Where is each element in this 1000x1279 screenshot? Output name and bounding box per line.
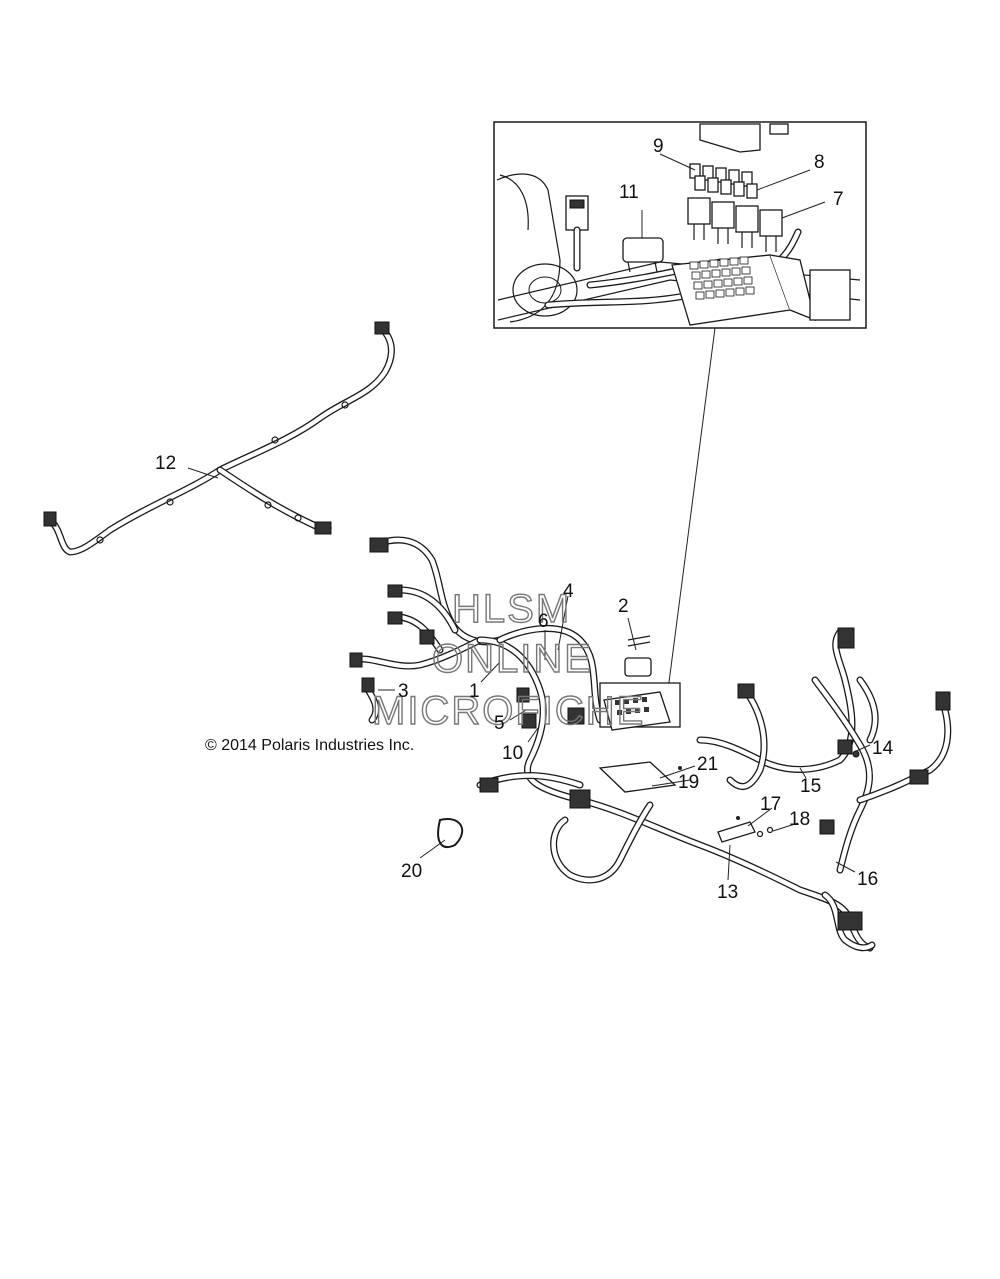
callout-2: 2	[618, 596, 629, 617]
watermark-line-3: MICROFICHE	[372, 689, 645, 733]
callout-17: 17	[760, 794, 781, 815]
callout-21: 21	[697, 754, 718, 775]
rear-harness	[43, 321, 395, 556]
callout-7: 7	[833, 189, 844, 210]
watermark-line-2: ONLINE	[432, 637, 593, 681]
watermark-line-1: HLSM	[452, 587, 571, 631]
callout-9: 9	[653, 136, 664, 157]
callout-4: 4	[563, 581, 574, 602]
callout-14: 14	[872, 738, 894, 759]
callouts: 1 2 3 4 5 6 7 8 9 10 11 12 13 14 15 16 1…	[155, 136, 894, 903]
detail-inset	[493, 121, 867, 691]
callout-20: 20	[401, 861, 422, 882]
callout-15: 15	[800, 776, 821, 797]
callout-10: 10	[502, 743, 523, 764]
callout-16: 16	[857, 869, 878, 890]
leader-lines	[378, 595, 871, 881]
callout-1: 1	[469, 681, 480, 702]
callout-6: 6	[538, 611, 549, 632]
callout-18: 18	[789, 809, 810, 830]
callout-8: 8	[814, 152, 825, 173]
callout-3: 3	[398, 681, 409, 702]
main-harness	[349, 536, 952, 952]
callout-12: 12	[155, 453, 176, 474]
callout-11: 11	[619, 182, 639, 203]
callout-19: 19	[678, 772, 699, 793]
copyright-text: © 2014 Polaris Industries Inc.	[205, 737, 414, 754]
watermark: HLSM ONLINE MICROFICHE	[371, 586, 645, 733]
callout-5: 5	[494, 713, 505, 734]
callout-13: 13	[717, 882, 738, 903]
